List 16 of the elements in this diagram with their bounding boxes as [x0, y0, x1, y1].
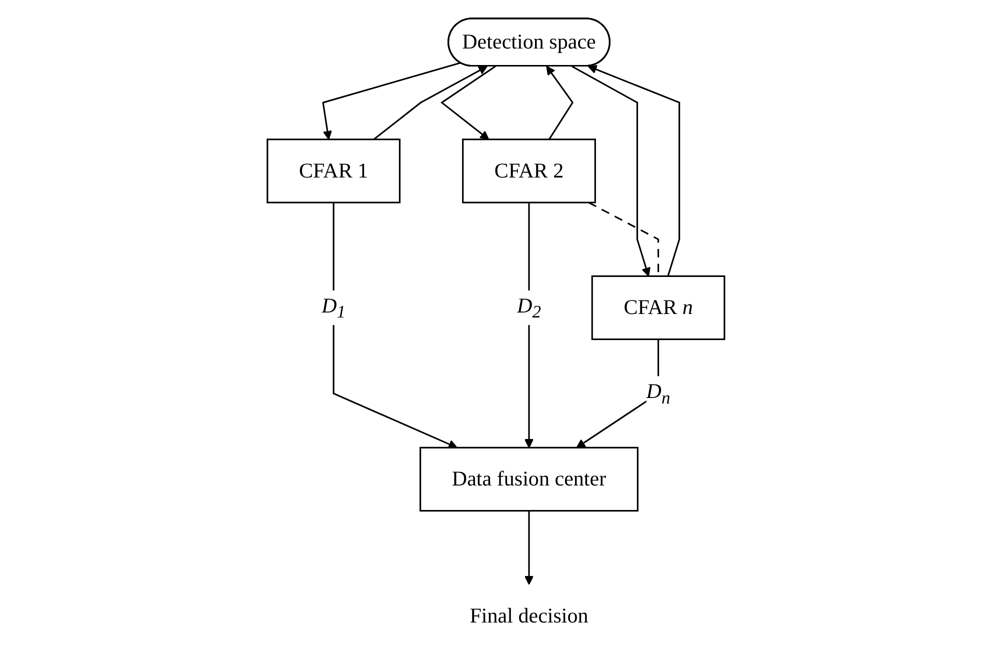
edge-label: D$_{n}$ [646, 380, 670, 408]
node-box: CFAR 1 [266, 138, 400, 204]
node-box: CFAR 2 [462, 138, 596, 204]
arrow [571, 66, 650, 277]
arrow [372, 66, 488, 140]
node-box: CFAR n [590, 275, 725, 340]
arrow [546, 66, 574, 140]
edge-label: D$_{1}$ [321, 294, 346, 322]
arrow [332, 202, 458, 449]
node-box: Data fusion center [419, 446, 638, 512]
arrow [322, 62, 460, 140]
edge-label: D$_{2}$ [516, 294, 541, 322]
arrow [440, 66, 496, 140]
node-text: Final decision [469, 604, 588, 628]
arrow [524, 510, 534, 585]
arrow [587, 65, 680, 276]
